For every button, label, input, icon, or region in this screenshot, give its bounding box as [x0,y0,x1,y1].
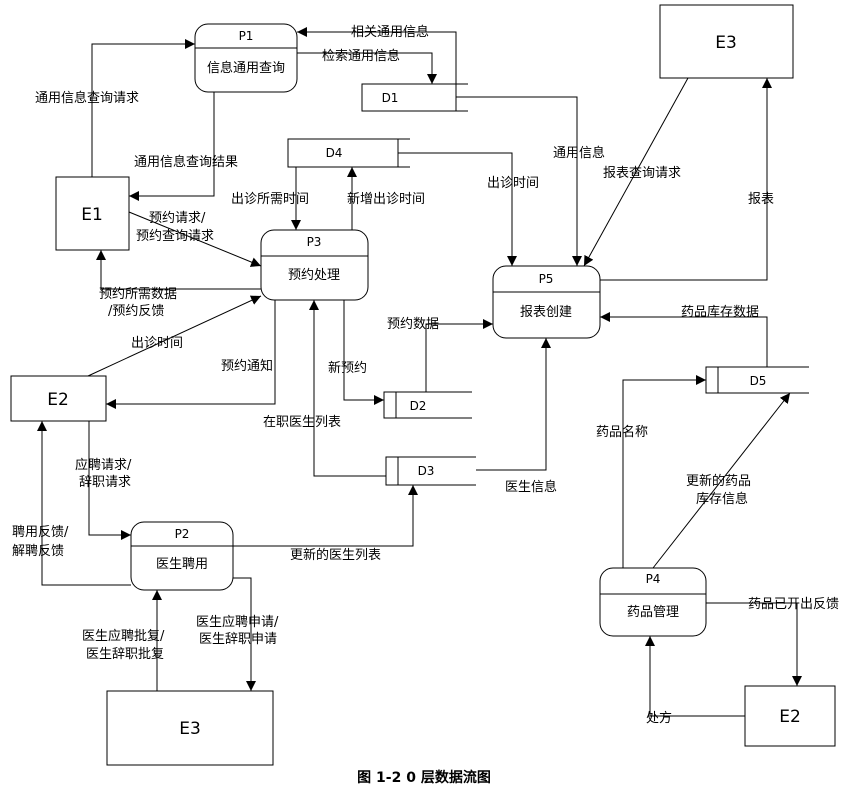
flow-apply-request [88,421,131,540]
flow-drug-stock-data [600,312,768,367]
process-p2-id: P2 [175,527,190,541]
entity-e2-left-label: E2 [47,390,69,410]
label-apply-request-2: 辞职请求 [79,475,131,490]
label-appointment-notice: 预约通知 [221,358,273,374]
process-p1-name: 信息通用查询 [207,60,285,76]
flow-updated-stock [652,392,791,569]
label-doctor-approval-1: 医生应聘批复/ [82,628,165,644]
flow-search-general-info [297,52,437,84]
label-doctor-info: 医生信息 [505,479,557,495]
store-d3: D3 [385,456,476,486]
flow-drug-name [622,375,706,568]
process-p2: P2 医生聘用 [130,521,234,591]
process-p1-id: P1 [239,29,254,43]
label-related-general-info: 相关通用信息 [351,24,429,40]
store-d5-label: D5 [750,374,767,388]
label-new-appointment: 新预约 [328,360,367,376]
label-doctor-approval-2: 医生辞职批复 [86,647,164,662]
entity-e3-top-label: E3 [715,33,737,53]
label-new-visit-time: 新增出诊时间 [347,191,425,207]
label-appointment-data-needed-2: /预约反馈 [108,304,164,319]
process-p3-id: P3 [307,235,322,249]
process-p4-name: 药品管理 [627,605,679,620]
flow-visit-time-d4 [398,152,517,266]
flow-appointment-request [128,211,262,267]
entity-e3-bottom-label: E3 [179,719,201,739]
flow-appointment-feedback [96,250,261,290]
flow-active-doctor-list [309,300,386,477]
store-d1: D1 [361,83,468,112]
entity-e3-bottom: E3 [106,690,274,766]
label-visit-time-needed: 出诊所需时间 [231,192,309,207]
label-general-query-request: 通用信息查询请求 [35,90,139,106]
flow-appointment-data [425,319,493,392]
label-active-doctor-list: 在职医生列表 [263,415,341,430]
entity-e2-right-label: E2 [779,707,801,727]
store-d4-label: D4 [326,146,343,160]
store-d5: D5 [705,366,809,394]
flow-new-appointment [343,300,384,405]
process-p3-name: 预约处理 [288,268,340,283]
flow-labels: 相关通用信息 检索通用信息 通用信息查询请求 通用信息查询结果 通用信息 报表查… [12,24,839,726]
label-appointment-data: 预约数据 [387,317,439,332]
label-updated-stock-1: 更新的药品 [686,473,751,489]
label-apply-request-1: 应聘请求/ [75,457,132,473]
process-p2-name: 医生聘用 [156,557,208,572]
process-p5-id: P5 [539,272,554,286]
process-p5: P5 报表创建 [492,265,601,339]
label-appointment-request-1: 预约请求/ [149,211,206,226]
flow-doctor-application [233,577,256,691]
process-p4: P4 药品管理 [599,567,707,637]
entity-e1-label: E1 [81,205,103,225]
label-updated-stock-2: 库存信息 [696,491,748,507]
figure-caption: 图 1-2 0 层数据流图 [357,769,491,786]
label-appointment-request-2: 预约查询请求 [136,229,214,244]
label-appointment-data-needed-1: 预约所需数据 [99,287,177,302]
label-search-general-info: 检索通用信息 [322,48,400,64]
flow-related-general-info [297,27,457,84]
entity-e2-right: E2 [744,685,836,747]
label-drug-feedback: 药品已开出反馈 [748,597,839,612]
label-report: 报表 [748,192,774,207]
label-general-query-result: 通用信息查询结果 [134,154,238,170]
flow-lines [37,27,802,717]
flow-prescription [645,636,745,717]
entity-e3-top: E3 [659,4,794,79]
label-visit-time-e2: 出诊时间 [131,336,183,351]
store-d3-label: D3 [418,464,435,478]
flow-report [600,78,772,281]
label-doctor-apply-2: 医生辞职申请 [199,632,277,647]
store-d4: D4 [287,138,410,168]
flow-drug-feedback [706,602,802,686]
label-report-query-request: 报表查询请求 [603,166,681,181]
flow-updated-doctor-list [233,485,418,547]
flow-doctor-info [476,338,551,471]
label-updated-doctor-list: 更新的医生列表 [290,547,381,563]
flow-general-query-result [129,92,215,201]
store-d2: D2 [383,391,472,419]
flow-appointment-notice [106,300,276,409]
store-d2-label: D2 [410,399,427,413]
entity-e2-left: E2 [10,375,107,422]
label-doctor-apply-1: 医生应聘申请/ [196,614,279,630]
label-hire-feedback-2: 解聘反馈 [12,544,64,559]
flow-general-query-request [91,39,195,177]
label-prescription: 处方 [646,710,672,726]
process-p1: P1 信息通用查询 [194,23,298,93]
label-drug-name: 药品名称 [596,424,648,440]
process-p4-id: P4 [646,572,661,586]
flow-report-query-request [583,77,689,267]
flow-visit-time-e2 [87,295,262,377]
process-p5-name: 报表创建 [520,305,572,320]
label-hire-feedback-1: 聘用反馈/ [12,525,69,540]
entity-e1: E1 [55,176,130,251]
label-drug-stock-data: 药品库存数据 [681,304,759,320]
label-visit-time-d4: 出诊时间 [487,176,539,191]
store-d1-label: D1 [382,91,399,105]
flow-general-info [456,96,582,266]
flow-hire-feedback [37,421,131,586]
label-general-info: 通用信息 [553,145,605,161]
process-p3: P3 预约处理 [260,229,369,301]
